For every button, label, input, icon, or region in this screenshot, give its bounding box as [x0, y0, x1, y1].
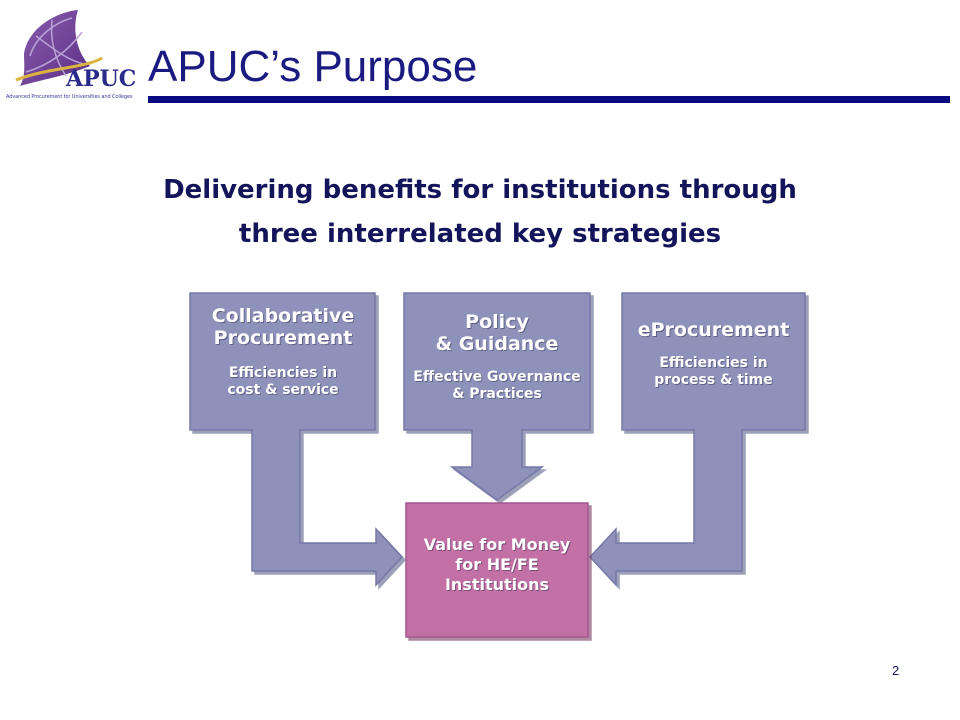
apuc-logo: APUC Advanced Procurement for Universiti…: [6, 6, 156, 118]
strategy-title-line-1: Policy: [465, 311, 529, 333]
strategy-eprocurement: eProcurement Efficiencies in process & t…: [622, 319, 805, 389]
eprocurement-box: [588, 292, 806, 587]
strategy-diagram: Collaborative Procurement Efficiencies i…: [180, 285, 820, 655]
strategy-policy-guidance: Policy & Guidance Effective Governance &…: [404, 311, 590, 403]
subtitle-line-2: three interrelated key strategies: [238, 219, 722, 249]
target-line-1: Value for Money: [423, 535, 571, 554]
strategy-benefit-line-2: cost & service: [227, 382, 339, 398]
strategy-title-line-2: Procurement: [213, 327, 353, 349]
strategy-benefit-line-1: Efficiencies in: [659, 355, 768, 371]
strategy-benefit: Efficiencies in cost & service: [194, 365, 372, 399]
logo-wordmark: APUC: [65, 66, 136, 92]
value-for-money-label: Value for Money for HE/FE Institutions: [406, 535, 588, 595]
strategy-benefit-line-1: Effective Governance: [413, 369, 581, 385]
strategy-title-line-2: & Guidance: [435, 333, 559, 355]
strategy-benefit-line-1: Efficiencies in: [228, 365, 338, 381]
strategy-title-line-1: Collaborative: [211, 305, 355, 327]
strategy-benefit: Efficiencies in process & time: [622, 355, 805, 389]
target-line-2: for HE/FE: [455, 555, 539, 574]
subtitle-line-1: Delivering benefits for institutions thr…: [163, 175, 797, 205]
policy-guidance-box: [403, 292, 591, 501]
slide-subtitle: Delivering benefits for institutions thr…: [80, 168, 880, 256]
strategy-benefit-line-2: & Practices: [452, 386, 542, 402]
target-line-3: Institutions: [444, 575, 550, 594]
page-number: 2: [892, 663, 900, 678]
diagram-shapes: [189, 292, 806, 638]
strategy-collaborative-procurement: Collaborative Procurement Efficiencies i…: [194, 305, 372, 399]
value-for-money-box: [405, 502, 589, 638]
strategy-benefit-line-2: process & time: [654, 372, 773, 388]
page-title: APUC’s Purpose: [148, 42, 478, 91]
strategy-title-line-1: eProcurement: [637, 319, 790, 341]
title-underline: [148, 96, 950, 103]
collaborative-procurement-box: [189, 292, 404, 587]
apuc-globe-icon: APUC: [15, 10, 136, 92]
strategy-benefit: Effective Governance & Practices: [404, 369, 590, 403]
logo-tagline: Advanced Procurement for Universities an…: [6, 94, 133, 100]
